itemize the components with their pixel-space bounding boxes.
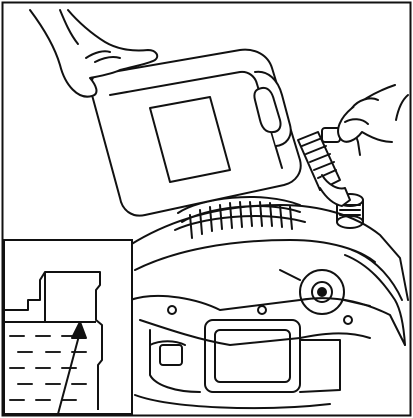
oil-level-inset — [4, 240, 132, 414]
inset-border — [4, 240, 132, 414]
fuel-can — [91, 50, 360, 216]
engine-body — [130, 194, 408, 408]
